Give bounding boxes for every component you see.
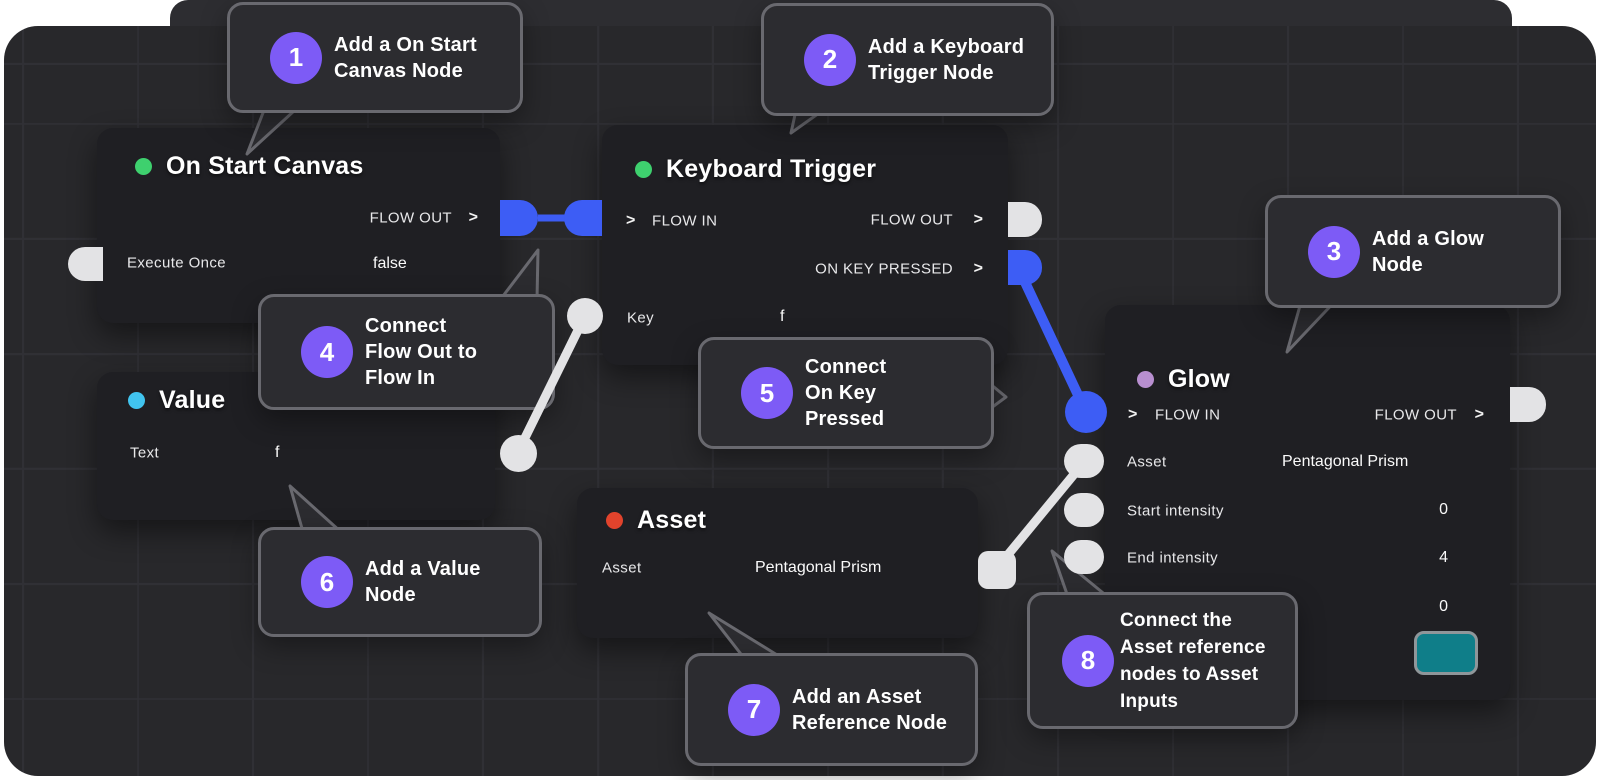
port-value-output[interactable] <box>500 435 537 472</box>
flow-out-label: FLOW OUT <box>870 211 953 229</box>
port-execute-once-input[interactable] <box>68 247 103 281</box>
execute-once-label: Execute Once <box>127 254 227 272</box>
step-number-badge: 5 <box>741 367 793 419</box>
port-asset-input-glow[interactable] <box>1064 444 1104 478</box>
node-keyboard-trigger[interactable]: Keyboard Trigger > FLOW IN FLOW OUT > ON… <box>602 125 1008 365</box>
node-status-dot <box>128 392 145 409</box>
port-flow-in-glow[interactable] <box>1065 391 1107 433</box>
chevron-right-icon: > <box>973 211 983 228</box>
text-label: Text <box>130 444 160 462</box>
node-status-dot <box>135 158 152 175</box>
chevron-right-icon: > <box>468 209 478 226</box>
port-on-key-pressed-output[interactable] <box>1008 250 1042 285</box>
node-on-start-canvas[interactable]: On Start Canvas FLOW OUT > Execute Once … <box>97 128 500 323</box>
asset-value[interactable]: Pentagonal Prism <box>755 559 882 576</box>
execute-once-value[interactable]: false <box>373 255 407 272</box>
step-number-badge: 4 <box>301 326 353 378</box>
node-status-dot <box>1137 371 1154 388</box>
node-title-label: Keyboard Trigger <box>666 155 877 183</box>
node-title-label: On Start Canvas <box>166 152 364 180</box>
node-status-dot <box>606 512 623 529</box>
step-number-badge: 7 <box>728 683 780 736</box>
node-status-dot <box>635 161 652 178</box>
chevron-right-icon: > <box>1128 406 1138 423</box>
glow-extra-value[interactable]: 0 <box>1439 598 1448 615</box>
flow-out-label: FLOW OUT <box>1374 406 1457 424</box>
flow-out-label: FLOW OUT <box>369 209 452 227</box>
asset-label: Asset <box>602 559 642 577</box>
step-number-badge: 8 <box>1062 634 1114 687</box>
flow-in-label: FLOW IN <box>1155 406 1221 424</box>
port-asset-output[interactable] <box>978 551 1016 589</box>
port-flow-in-keyboard[interactable] <box>564 200 602 236</box>
chevron-right-icon: > <box>626 212 636 229</box>
color-swatch[interactable] <box>1414 631 1478 675</box>
start-intensity-label: Start intensity <box>1127 502 1224 520</box>
port-start-intensity-input-glow[interactable] <box>1064 493 1104 527</box>
port-end-intensity-input-glow[interactable] <box>1064 540 1104 574</box>
port-flow-out-keyboard[interactable] <box>1008 202 1042 237</box>
port-key-input[interactable] <box>567 298 603 334</box>
on-key-pressed-label: ON KEY PRESSED <box>815 260 953 278</box>
key-label: Key <box>627 309 655 327</box>
end-intensity-value[interactable]: 4 <box>1439 549 1448 566</box>
node-title-label: Value <box>159 386 226 414</box>
node-asset[interactable]: Asset Asset Pentagonal Prism <box>577 488 978 638</box>
key-value[interactable]: f <box>780 308 785 325</box>
text-value[interactable]: f <box>275 444 280 461</box>
port-flow-out-on-start[interactable] <box>500 200 538 236</box>
asset-label: Asset <box>1127 453 1167 471</box>
step-number-badge: 2 <box>804 33 856 86</box>
chevron-right-icon: > <box>1474 406 1484 423</box>
end-intensity-label: End intensity <box>1127 549 1219 567</box>
chevron-right-icon: > <box>973 260 983 277</box>
port-flow-out-glow[interactable] <box>1510 387 1546 422</box>
flow-in-label: FLOW IN <box>652 212 718 230</box>
asset-value[interactable]: Pentagonal Prism <box>1282 453 1409 470</box>
step-number-badge: 3 <box>1308 225 1360 278</box>
step-number-badge: 6 <box>301 556 353 608</box>
step-number-badge: 1 <box>270 31 322 84</box>
start-intensity-value[interactable]: 0 <box>1439 501 1448 518</box>
node-title-label: Glow <box>1168 365 1230 393</box>
node-title-label: Asset <box>637 506 707 534</box>
